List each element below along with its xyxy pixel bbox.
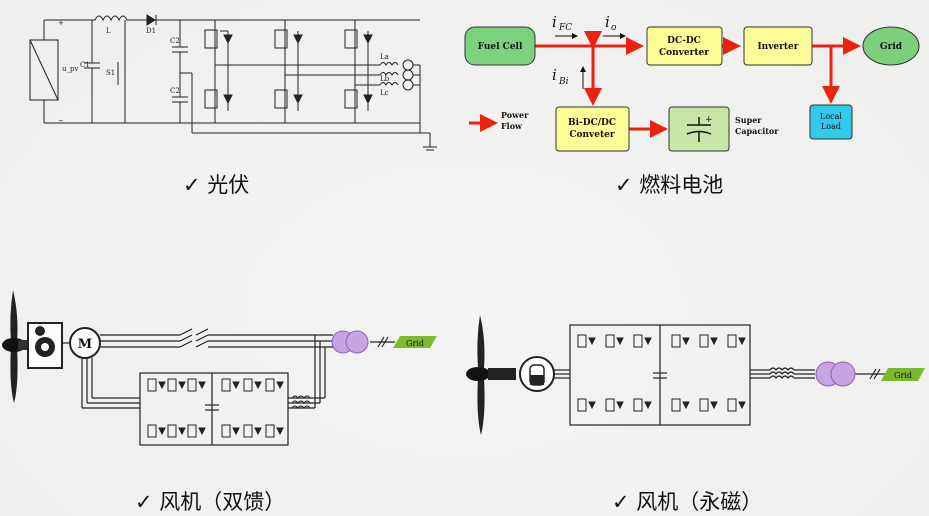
current-ibi-sub: Bi (558, 77, 569, 87)
igbt-switch-icon (727, 334, 746, 348)
inverter-block (743, 26, 813, 66)
dcdc-label-2: Converter (659, 48, 709, 58)
svg-text:+: + (705, 115, 713, 125)
bidc-label-1: Bi-DC/DC (568, 118, 616, 128)
igbt-switch-icon (699, 334, 718, 348)
label-la: La (380, 53, 389, 61)
igbt-switch-icon (187, 424, 206, 438)
current-ifc: i (552, 13, 557, 31)
igbt-switch-icon (671, 334, 690, 348)
power-flow-label-2: Flow (501, 121, 523, 131)
igbt-switch-icon (147, 424, 166, 438)
label-d1: D1 (146, 27, 156, 35)
igbt-switch-icon (671, 398, 690, 412)
igbt-switch-icon (187, 378, 206, 392)
igbt-switch-icon (221, 424, 240, 438)
fuel-cell-label: Fuel Cell (478, 42, 523, 52)
caption-fuel-cell: ✓ 燃料电池 (615, 173, 724, 197)
label-lb: Lb (380, 75, 390, 83)
turbine-blades-icon (466, 315, 516, 435)
super-cap-label-2: Capacitor (735, 126, 779, 136)
label-s1: S1 (106, 69, 115, 77)
super-capacitor-block (668, 106, 730, 152)
igbt-switch-icon (727, 398, 746, 412)
igbt-switch-icon (605, 398, 624, 412)
igbt-switch-icon (633, 334, 652, 348)
dcdc-label-1: DC-DC (667, 36, 701, 46)
super-cap-label-1: Super (735, 115, 762, 125)
current-ifc-sub: FC (558, 23, 572, 33)
back-to-back-converter (139, 372, 289, 446)
caption-wind-dfig: ✓ 风机（双馈） (135, 490, 286, 514)
igbt-switch-icon (699, 398, 718, 412)
grid-label: Grid (894, 371, 912, 380)
turbine-blades-icon (2, 290, 30, 403)
label-c1: C1 (80, 61, 90, 69)
pv-circuit-diagram: + − u_pv C1 L S1 D1 C2 C2 La Lb Lc (29, 14, 437, 151)
grid-label: Grid (406, 339, 424, 348)
grid-tag (393, 336, 437, 348)
label-plus: + (58, 19, 64, 27)
inverter-leg-c (344, 20, 373, 123)
igbt-switch-icon (265, 378, 284, 392)
igbt-switch-icon (265, 424, 284, 438)
wind-dfig-diagram: M (2, 290, 437, 446)
power-flow-label-1: Power (501, 110, 529, 120)
label-lc: Lc (380, 89, 389, 97)
igbt-switch-array (577, 334, 746, 412)
igbt-switch-icon (243, 378, 262, 392)
igbt-switch-icon (167, 378, 186, 392)
inverter-leg-a (204, 20, 233, 123)
igbt-switch-icon (633, 398, 652, 412)
bidc-label-2: Conveter (569, 130, 615, 140)
label-upv: u_pv (62, 65, 78, 73)
grid-block (862, 26, 920, 66)
igbt-switch-icon (577, 398, 596, 412)
igbt-switch-icon (221, 378, 240, 392)
bidirectional-dcdc-block (555, 106, 630, 152)
current-ibi: i (552, 66, 557, 84)
local-load-label-1: Local (820, 112, 842, 121)
igbt-switch-icon (167, 424, 186, 438)
label-c2b: C2 (170, 87, 180, 95)
capacitor-icon: + (686, 115, 713, 142)
label-c2a: C2 (170, 37, 180, 45)
igbt-switch-icon (243, 424, 262, 438)
local-load-block (809, 104, 853, 140)
fuel-cell-block (464, 26, 536, 66)
label-minus: − (58, 117, 64, 125)
igbt-switch-icon (605, 334, 624, 348)
igbt-switch-icon (147, 378, 166, 392)
current-io: i (605, 13, 610, 31)
fuel-cell-block-diagram: + Fuel Cell DC-DC Converter Inverter Gri… (464, 13, 920, 152)
local-load-label-2: Load (821, 122, 841, 131)
caption-pv: ✓ 光伏 (183, 173, 250, 197)
igbt-switch-icon (577, 334, 596, 348)
current-io-sub: o (611, 23, 617, 33)
inverter-label: Inverter (757, 42, 798, 52)
grid-tag (881, 368, 925, 381)
dcdc-converter-block (646, 26, 723, 66)
motor-label: M (78, 337, 92, 352)
label-l: L (106, 27, 111, 35)
igbt-switch-array (147, 378, 284, 438)
caption-wind-pm: ✓ 风机（永磁） (612, 490, 763, 514)
wind-pm-diagram: Grid (466, 315, 925, 435)
inverter-leg-b (274, 20, 303, 123)
grid-label: Grid (880, 42, 903, 52)
